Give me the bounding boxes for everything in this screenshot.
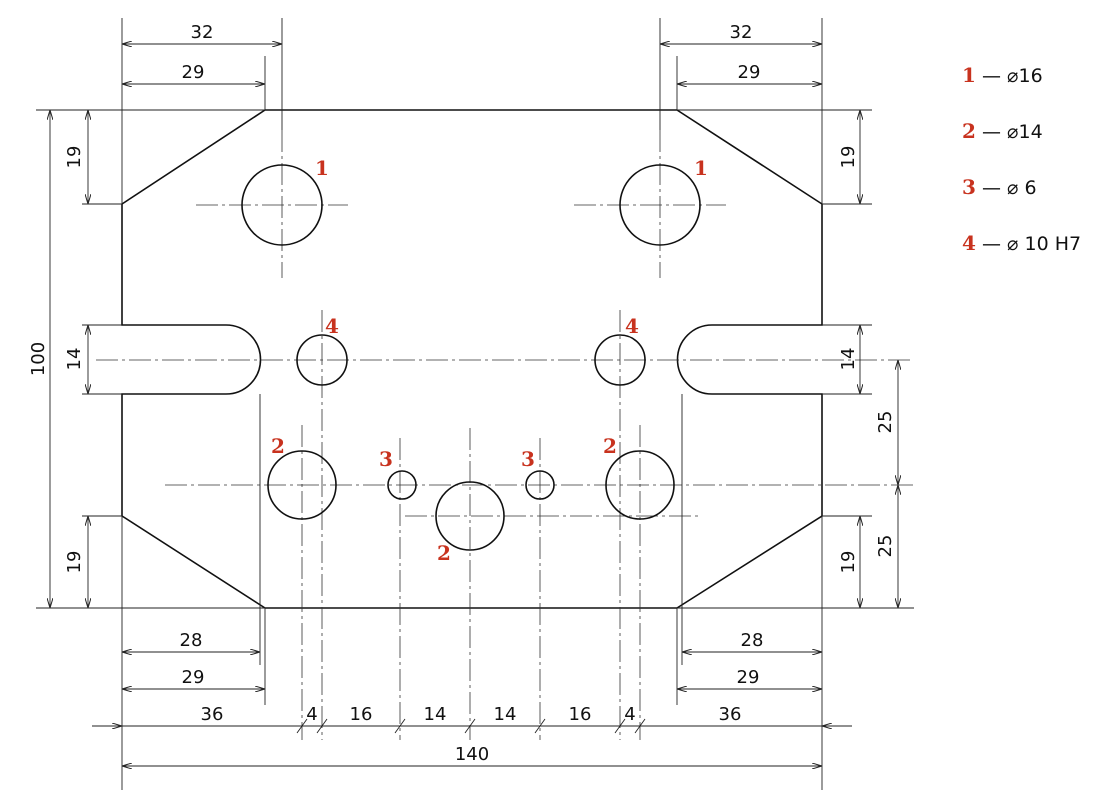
dim-bottom-right-28: 28 [741,630,764,651]
part-outline [121,109,823,609]
dim-right-19-bottom: 19 [838,551,859,574]
dim-bottom-left-28: 28 [180,630,203,651]
legend-item-2: 2 — ⌀14 [962,119,1043,143]
dim-chain-4: 14 [424,704,447,725]
legend-spec: — ⌀14 [982,121,1043,143]
tag-3-left: 3 [379,447,393,471]
dim-right-25-b: 25 [875,535,896,558]
dim-bottom-left-29: 29 [182,667,205,688]
hole-1-right [619,164,701,246]
hole-1-left [241,164,323,246]
hole-2-right [605,450,675,520]
hole-4-right [594,334,646,386]
tag-4-right: 4 [625,314,639,338]
dim-right-19-top: 19 [838,146,859,169]
dim-overall-140: 140 [455,744,489,765]
tag-1-right: 1 [694,156,708,180]
dim-top-right-29: 29 [738,62,761,83]
tag-2-right: 2 [603,434,617,458]
dim-chain-5: 14 [494,704,517,725]
tag-1-left: 1 [315,156,329,180]
dim-top-right-32: 32 [730,22,753,43]
tag-2-left: 2 [271,434,285,458]
legend-item-1: 1 — ⌀16 [962,63,1043,87]
legend-item-3: 3 — ⌀ 6 [962,175,1037,199]
hole-2-center [435,481,505,551]
tag-4-left: 4 [325,314,339,338]
dim-left-19-bottom: 19 [64,551,85,574]
tag-2-center: 2 [437,541,451,565]
dim-chain-3: 16 [350,704,373,725]
extension-lines [36,18,914,790]
hole-legend: 1 — ⌀16 2 — ⌀14 3 — ⌀ 6 4 — ⌀ 10 H7 [962,63,1081,255]
legend-num: 4 [962,231,976,255]
legend-item-4: 4 — ⌀ 10 H7 [962,231,1081,255]
dim-chain-8: 36 [719,704,742,725]
center-lines [96,130,914,740]
legend-spec: — ⌀ 10 H7 [982,233,1081,255]
hole-3-right [525,470,555,500]
dim-chain-2: 4 [306,704,317,725]
tag-3-right: 3 [521,447,535,471]
legend-num: 3 [962,175,976,199]
holes [241,164,701,551]
legend-spec: — ⌀ 6 [982,177,1037,199]
legend-num: 2 [962,119,976,143]
dimension-lines [50,44,898,766]
hole-4-left [296,334,348,386]
dim-top-left-29: 29 [182,62,205,83]
dim-left-100: 100 [28,342,49,376]
legend-spec: — ⌀16 [982,65,1043,87]
dim-right-25-a: 25 [875,411,896,434]
legend-num: 1 [962,63,976,87]
dim-left-19-top: 19 [64,146,85,169]
dim-bottom-right-29: 29 [737,667,760,688]
dim-chain-7: 4 [624,704,635,725]
dim-left-14: 14 [64,348,85,371]
hole-3-left [387,470,417,500]
hole-tags: 1 1 4 4 2 2 2 3 3 [271,156,708,565]
dim-chain-6: 16 [569,704,592,725]
dim-top-left-32: 32 [191,22,214,43]
dim-right-14: 14 [838,348,859,371]
hole-2-left [267,450,337,520]
dim-chain-1: 36 [201,704,224,725]
dimension-labels: 32 29 32 29 19 100 14 19 19 14 19 25 25 … [28,22,896,765]
